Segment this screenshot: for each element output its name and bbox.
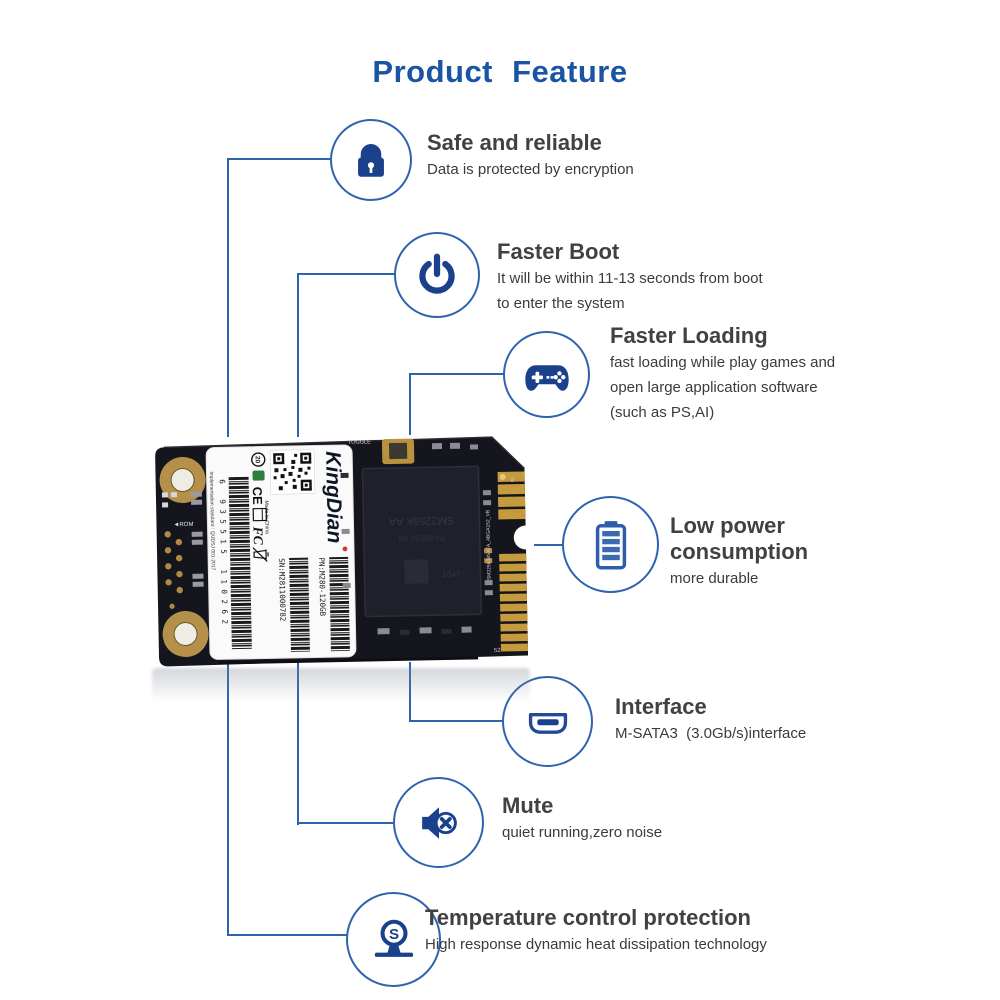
certification-marks: 20 CE FC: [250, 452, 269, 562]
connector-line: [227, 159, 229, 437]
connector-line: [409, 374, 411, 435]
connector-line: [227, 934, 348, 936]
gamepad-icon: [524, 364, 569, 391]
connector-line: [409, 373, 506, 375]
feature-circle-interface: [502, 676, 593, 767]
ce-mark: CE: [250, 486, 265, 505]
feature-title: Mute: [502, 793, 554, 818]
temperature-icon: S: [374, 919, 413, 957]
feature-title: Faster Loading: [610, 323, 768, 348]
feature-faster-boot: Faster Boot It will be within 11-13 seco…: [497, 239, 763, 315]
connector-line: [297, 274, 299, 437]
ean-number: 6 935515 110262: [218, 479, 230, 629]
feature-title: Low power: [670, 513, 785, 538]
feature-title: Safe and reliable: [427, 130, 602, 155]
feature-title-line2: consumption: [670, 539, 809, 564]
recycle-20-mark: 20: [254, 456, 261, 464]
feature-circle-temperature: S: [346, 892, 441, 987]
connector-line: [409, 662, 411, 722]
chip-model-text: SM2256K AA: [388, 514, 454, 527]
barcode-sn: [289, 557, 310, 652]
feature-circle-loading: [503, 331, 590, 418]
rom-silkscreen: ◄ROM: [173, 522, 193, 528]
feature-title: Faster Boot: [497, 239, 620, 264]
weee-bin-mark: [253, 549, 269, 560]
sn-text: SN:M2811000782: [277, 558, 287, 621]
connector-line: [534, 544, 564, 546]
feature-description: It will be within 11-13 seconds from boo…: [497, 270, 763, 287]
feature-description: open large application software: [610, 379, 818, 396]
feature-mute: Mute quiet running,zero noise: [502, 793, 662, 844]
gold-fingers: [497, 471, 528, 652]
feature-circle-mute: [393, 777, 484, 868]
feature-circle-low-power: [562, 496, 659, 593]
connector-icon: [528, 712, 567, 734]
feature-low-power: Low power consumption more durable: [670, 513, 808, 590]
feature-description: quiet running,zero noise: [502, 824, 663, 841]
chip-date-code: 1547: [442, 570, 461, 579]
svg-text:S: S: [388, 925, 398, 942]
mounting-hole-bottom: [162, 611, 209, 658]
standard-text: Implementation standard : Q/JDSJ 001-201…: [208, 471, 216, 570]
mute-speaker-icon: [421, 806, 457, 839]
feature-title: Interface: [615, 694, 707, 719]
page-title: Product Feature: [372, 53, 628, 89]
smd-components-right: [218, 442, 493, 665]
svg-text:P4ABE55 00: P4ABE55 00: [398, 533, 445, 543]
board-reflection: [152, 668, 530, 708]
lock-icon: [358, 144, 384, 177]
feature-description: M-SATA3 (3.0Gb/s)interface: [615, 725, 807, 742]
connector-line: [227, 158, 332, 160]
feature-description: fast loading while play games and: [610, 354, 836, 371]
feature-description: (such as PS,AI): [610, 404, 715, 421]
connector-line: [227, 662, 229, 936]
feature-description: to enter the system: [497, 295, 625, 312]
feature-temperature: Temperature control protection High resp…: [425, 905, 767, 956]
ata-mark: [252, 507, 268, 522]
feature-circle-boot: [394, 232, 480, 318]
feature-interface: Interface M-SATA3 (3.0Gb/s)interface: [615, 694, 806, 745]
pn-text: PN:M280-120GB: [317, 557, 327, 616]
ssd-board-photo: ◄ROM KingDian PN:M280-120GB: [155, 436, 529, 667]
product-label: KingDian PN:M280-120GB: [205, 444, 357, 660]
connector-line: [297, 273, 397, 275]
toggle-silkscreen: TOGGLE: [348, 439, 371, 445]
edge-code-silkscreen: SM2256/MSATA_4BGA152_VB: [485, 509, 492, 580]
battery-icon: [595, 520, 626, 569]
feature-description: more durable: [670, 570, 759, 587]
barcode-ean: [228, 476, 252, 650]
brand-logo: KingDian: [321, 451, 346, 544]
fcc-mark: FC: [251, 525, 266, 545]
feature-faster-loading: Faster Loading fast loading while play g…: [610, 323, 835, 424]
mounting-hole-top: [159, 457, 206, 504]
feature-safe-reliable: Safe and reliable Data is protected by e…: [427, 130, 634, 181]
green-mark: [252, 470, 265, 481]
feature-title: Temperature control protection: [425, 905, 751, 930]
gold-pads: [164, 531, 183, 609]
power-icon: [419, 253, 455, 294]
position-number-silkscreen: 52: [494, 648, 501, 654]
chip-logo-mark: [404, 559, 429, 584]
feature-description: High response dynamic heat dissipation t…: [425, 936, 767, 953]
connector-line: [297, 662, 299, 825]
brand-trademark-dot: [342, 546, 348, 552]
connector-line: [297, 822, 396, 824]
controller-chip: SM2256K AA P4ABE55 00 1547: [361, 465, 482, 618]
toggle-component: TOGGLE: [348, 438, 415, 465]
qr-code: [269, 449, 316, 495]
feature-circle-safe: [330, 119, 412, 201]
corner-number-silkscreen: 2: [511, 478, 515, 484]
smd-components: [161, 491, 204, 587]
connector-line: [409, 720, 505, 722]
feature-description: Data is protected by encryption: [427, 161, 634, 178]
barcode-pn: [329, 556, 350, 652]
